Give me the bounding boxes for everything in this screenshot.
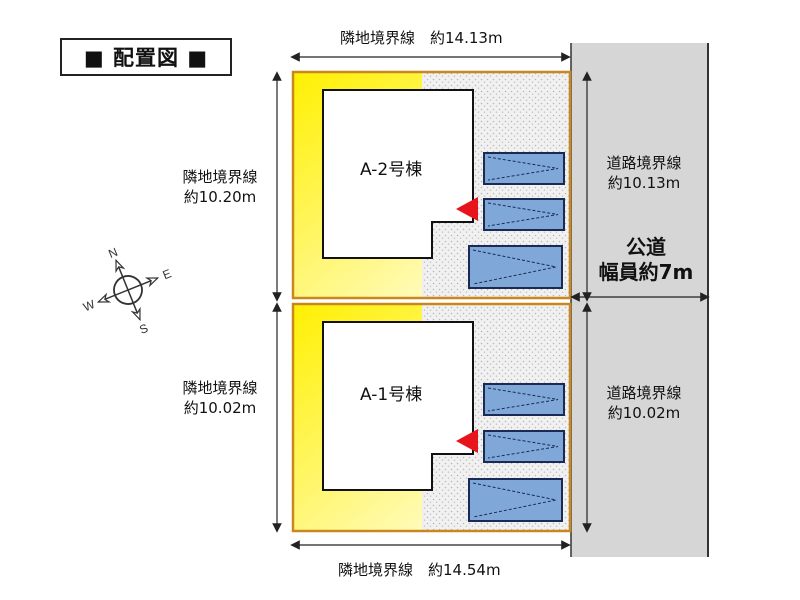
building-a1-label: A-1号棟: [360, 385, 423, 405]
entrance-marker-a1: [456, 429, 478, 453]
parking-space-a1-3: [468, 478, 563, 522]
left-bottom-boundary-line2: 約10.02m: [183, 399, 257, 417]
lot-a1: [291, 302, 572, 533]
public-road: [571, 43, 708, 557]
compass-n: N: [106, 245, 119, 261]
parking-space-a2-2: [483, 198, 565, 231]
road-bottom-boundary-line1: 道路境界線: [606, 384, 682, 402]
road-top-boundary-label: 道路境界線 約10.13m: [596, 153, 692, 193]
title-box: ■ 配置図 ■: [60, 38, 232, 76]
compass-w: W: [81, 297, 97, 314]
road-bottom-boundary-line2: 約10.02m: [607, 404, 681, 422]
top-boundary-label: 隣地境界線 約14.13m: [340, 29, 503, 47]
building-a1-outline: [322, 321, 474, 491]
left-top-boundary-line1: 隣地境界線: [182, 168, 258, 186]
road-label-line2: 幅員約7m: [598, 260, 694, 284]
building-a2-label: A-2号棟: [360, 160, 423, 180]
road-top-boundary-line2: 約10.13m: [607, 174, 681, 192]
parking-space-a2-3: [468, 245, 563, 289]
left-bottom-boundary-line1: 隣地境界線: [182, 379, 258, 397]
road-label: 公道 幅員約7m: [590, 235, 702, 285]
left-bottom-boundary-label: 隣地境界線 約10.02m: [172, 378, 268, 418]
left-top-boundary-label: 隣地境界線 約10.20m: [172, 167, 268, 207]
road-bottom-boundary-label: 道路境界線 約10.02m: [596, 383, 692, 423]
compass-icon: N S E W: [81, 245, 174, 337]
compass-s: S: [137, 321, 150, 337]
road-top-boundary-line1: 道路境界線: [606, 154, 682, 172]
bottom-boundary-label: 隣地境界線 約14.54m: [338, 561, 501, 579]
parking-space-a2-1: [483, 152, 565, 185]
building-a2-outline: [322, 89, 474, 259]
road-label-line1: 公道: [626, 235, 666, 259]
page-title: ■ 配置図 ■: [83, 46, 209, 70]
left-top-boundary-line2: 約10.20m: [183, 188, 257, 206]
parking-space-a1-2: [483, 430, 565, 463]
lot-a2: [291, 70, 572, 300]
parking-space-a1-1: [483, 383, 565, 416]
compass-e: E: [161, 266, 174, 282]
entrance-marker-a2: [456, 197, 478, 221]
